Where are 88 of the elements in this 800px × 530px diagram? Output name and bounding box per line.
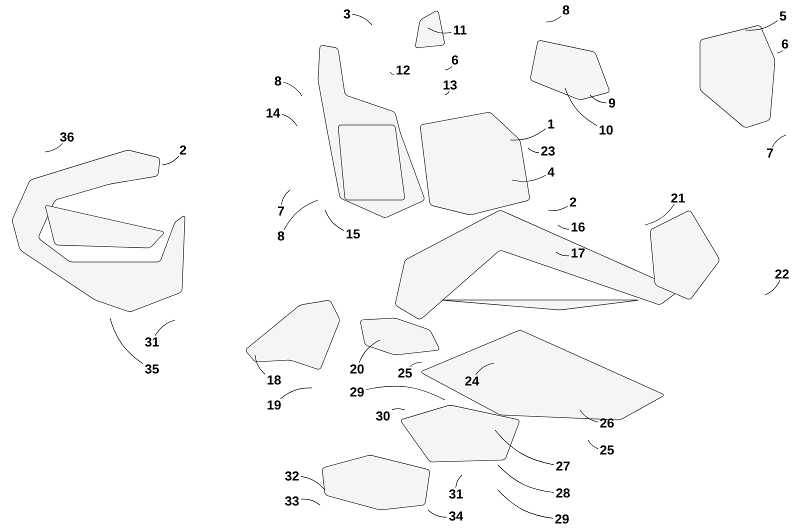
callout-number: 5 — [780, 11, 786, 21]
leader-line — [590, 94, 607, 104]
callout-number: 16 — [572, 222, 585, 232]
leader-line — [764, 280, 780, 296]
leader-line — [580, 410, 598, 422]
callout-number: 11 — [454, 26, 467, 34]
callout-number: 15 — [346, 229, 360, 239]
leader-line — [564, 88, 598, 126]
leader-line — [254, 354, 266, 375]
callout-number: 36 — [60, 132, 74, 142]
callout-number: 4 — [548, 168, 555, 176]
callout-number: 22 — [775, 269, 789, 279]
callout-number: 24 — [465, 376, 480, 386]
leader-line — [588, 440, 598, 450]
leader-line — [281, 190, 290, 206]
callout-number: 13 — [444, 80, 457, 90]
leader-line — [284, 200, 318, 230]
callout-number: 23 — [541, 146, 555, 156]
callout-number: 29 — [350, 387, 364, 397]
callout-number: 1 — [548, 120, 554, 128]
callout-number: 2 — [570, 197, 576, 207]
callout-number: 3 — [344, 9, 350, 19]
callout-number: 25 — [600, 445, 614, 455]
leader-line — [548, 206, 568, 211]
callout-number: 18 — [268, 375, 281, 385]
leader-line — [324, 210, 344, 231]
callout-number: 17 — [572, 248, 585, 258]
callout-number: 20 — [350, 364, 364, 374]
callout-number: 9 — [608, 98, 616, 108]
callout-number: 8 — [274, 76, 282, 86]
leader-line — [494, 430, 554, 466]
leader-line — [558, 224, 570, 230]
callout-number: 10 — [600, 125, 613, 135]
leader-line — [110, 318, 144, 364]
leader-line — [352, 14, 372, 26]
leader-line — [546, 16, 562, 22]
leader-line — [300, 498, 320, 506]
leader-line — [444, 66, 452, 70]
callout-number: 31 — [449, 489, 463, 499]
callout-number: 12 — [396, 65, 410, 75]
callout-number: 2 — [180, 145, 186, 155]
leader-line — [280, 388, 312, 399]
leader-line — [475, 362, 494, 376]
leader-line — [556, 252, 570, 256]
leader-line — [512, 174, 546, 182]
leader-line — [455, 474, 462, 488]
callout-number: 7 — [278, 206, 284, 216]
callout-number: 8 — [278, 231, 284, 241]
leader-line — [283, 82, 302, 96]
leader-line — [154, 320, 176, 336]
leader-line — [300, 476, 326, 490]
callout-number: 27 — [556, 461, 570, 471]
leader-line — [528, 148, 540, 154]
leader-line — [772, 134, 786, 148]
callout-number: 32 — [285, 471, 299, 481]
callout-number: 33 — [285, 496, 299, 506]
callout-number: 31 — [145, 337, 159, 347]
leader-line — [510, 128, 546, 140]
callout-number: 29 — [555, 514, 569, 524]
leader-line — [428, 510, 448, 518]
leader-line — [282, 114, 298, 126]
leader-line — [644, 204, 675, 226]
callout-number: 35 — [145, 364, 159, 374]
callout-number: 19 — [268, 400, 281, 410]
callout-number: 30 — [376, 411, 390, 421]
leader-line — [498, 464, 554, 493]
leader-line — [409, 362, 422, 367]
leader-line — [390, 72, 394, 76]
callout-number: 6 — [782, 39, 788, 49]
callout-number: 21 — [671, 193, 685, 203]
callout-number: 6 — [452, 55, 458, 65]
callout-number: 26 — [600, 418, 614, 428]
leader-line — [444, 91, 450, 96]
callout-number: 14 — [266, 108, 280, 118]
leader-line — [744, 20, 778, 30]
leader-line — [392, 408, 406, 410]
callout-number: 34 — [449, 511, 464, 521]
leader-line — [498, 490, 554, 519]
leader-line — [358, 340, 380, 363]
leader-line — [428, 28, 452, 34]
callout-number: 28 — [556, 488, 570, 498]
leader-line — [44, 143, 63, 152]
callout-number: 7 — [766, 148, 774, 158]
leader-line — [776, 50, 783, 54]
callout-number: 8 — [562, 5, 570, 15]
leader-line — [162, 156, 180, 166]
callout-number: 25 — [398, 368, 412, 378]
leader-line — [366, 386, 446, 400]
